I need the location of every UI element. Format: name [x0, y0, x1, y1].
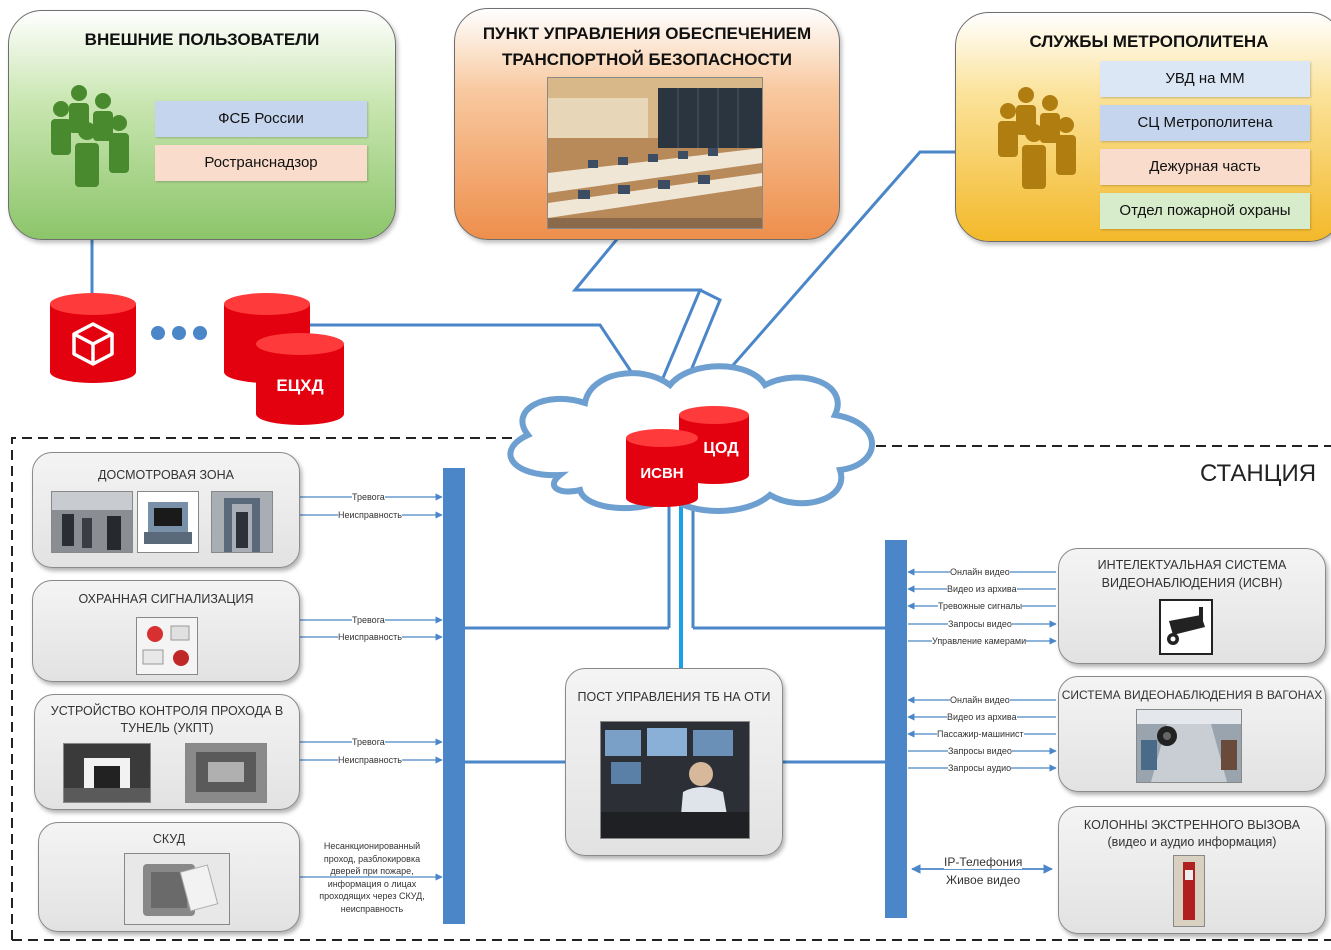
skud-panel: СКУД [38, 822, 300, 932]
tunnel-photo-2 [185, 743, 267, 803]
skud-note-line: Несанкционированный [323, 841, 421, 851]
isvn-arrow-label: Управление камерами [932, 636, 1027, 647]
isvn-panel-title-1: ИНТЕЛЕКТУАЛЬНАЯ СИСТЕМА [1097, 558, 1287, 572]
skud-note-line: неисправность [340, 903, 404, 914]
wagon-video-panel: СИСТЕМА ВИДЕОНАБЛЮДЕНИЯ В ВАГОНАХ [1058, 676, 1326, 792]
skud-note-line: проход, разблокировка [323, 853, 421, 864]
tunnel-control-title-1: УСТРОЙСТВО КОНТРОЛЯ ПРОХОДА В [50, 704, 284, 718]
link-control-cloud-2 [683, 288, 722, 386]
control-center-title-2: ТРАНСПОРТНОЙ БЕЗОПАСНОСТИ [502, 50, 792, 69]
metro-services-title: СЛУЖБЫ МЕТРОПОЛИТЕНА [1029, 32, 1269, 51]
skud-note-line: проходящих через СКУД, [319, 891, 425, 901]
station-border [11, 437, 1331, 940]
isvn-cylinder [626, 429, 698, 507]
control-post-title: ПОСТ УПРАВЛЕНИЯ ТБ НА ОТИ [577, 690, 771, 704]
skud-note-line: информация о лицах [327, 878, 417, 889]
ellipsis-dots-icon [151, 326, 207, 340]
metro-service-fire: Отдел пожарной охраны [1100, 193, 1310, 229]
wagon-arrow-label: Запросы аудио [948, 763, 1012, 774]
external-users-title: ВНЕШНИЕ ПОЛЬЗОВАТЕЛИ [84, 30, 320, 49]
alarm-arrow-fault: Неисправность [338, 632, 402, 643]
skud-title: СКУД [152, 832, 186, 846]
control-room-photo [547, 77, 763, 229]
tunnel-arrow-fault: Неисправность [338, 755, 402, 766]
tunnel-photo-1 [63, 743, 151, 803]
station-label: СТАНЦИЯ [1200, 460, 1317, 487]
control-center-box: ПУНКТ УПРАВЛЕНИЯ ОБЕСПЕЧЕНИЕМ ТРАНСПОРТН… [454, 8, 840, 240]
wagon-video-title: СИСТЕМА ВИДЕОНАБЛЮДЕНИЯ В ВАГОНАХ [1061, 688, 1323, 702]
metro-service-sc: СЦ Метрополитена [1100, 105, 1310, 141]
emergency-call-title-2: (видео и аудио информация) [1107, 835, 1277, 849]
storage-cylinder-ecxd [256, 333, 344, 425]
tunnel-arrow-alarm: Тревога [352, 737, 385, 748]
people-group-icon [998, 87, 1076, 189]
wagon-arrow-label: Пассажир-машинист [937, 729, 1024, 740]
inspection-arrow-alarm: Тревога [352, 492, 385, 503]
inspection-arrow-fault: Неисправность [338, 510, 402, 521]
ecxd-label: ЕЦХД [276, 376, 324, 395]
skud-note-line: дверей при пожаре, [330, 866, 414, 876]
cod-label: ЦОД [703, 440, 739, 457]
emergency-call-panel: КОЛОННЫ ЭКСТРЕННОГО ВЫЗОВА (видео и ауди… [1058, 806, 1326, 934]
link-metro-cloud [718, 150, 958, 381]
inspection-photo-1 [51, 491, 133, 553]
cctv-camera-icon [1159, 599, 1213, 655]
emergency-call-title-1: КОЛОННЫ ЭКСТРЕННОГО ВЫЗОВА [1083, 818, 1301, 832]
tunnel-control-panel: УСТРОЙСТВО КОНТРОЛЯ ПРОХОДА В ТУНЕЛЬ (УК… [34, 694, 300, 810]
metro-service-uvd: УВД на ММ [1100, 61, 1310, 97]
isvn-arrow-label: Тревожные сигналы [938, 601, 1023, 612]
inspection-zone-title: ДОСМОТРОВАЯ ЗОНА [98, 468, 234, 482]
wagon-interior-photo [1136, 709, 1242, 783]
inspection-photo-3 [211, 491, 273, 553]
external-users-box: ВНЕШНИЕ ПОЛЬЗОВАТЕЛИ ФСБ России Ространс… [8, 10, 396, 240]
emergency-arrow-video: Живое видео [946, 873, 1021, 887]
security-alarm-panel: ОХРАННАЯ СИГНАЛИЗАЦИЯ [32, 580, 300, 682]
left-bus-bar [443, 468, 465, 924]
isvn-panel-title-2: ВИДЕОНАБЛЮДЕНИЯ (ИСВН) [1101, 576, 1283, 590]
external-user-rostransnadzor: Ространснадзор [155, 145, 367, 181]
emergency-column-photo [1173, 855, 1205, 927]
metro-services-box: СЛУЖБЫ МЕТРОПОЛИТЕНА УВД на ММ СЦ Метроп… [955, 12, 1331, 242]
inspection-zone-panel: ДОСМОТРОВАЯ ЗОНА [32, 452, 300, 568]
wagon-arrow-label: Видео из архива [947, 712, 1017, 723]
metro-service-duty: Дежурная часть [1100, 149, 1310, 185]
operator-photo [600, 721, 750, 839]
people-group-icon [51, 85, 129, 187]
alarm-devices-photo [136, 617, 198, 675]
isvn-label: ИСВН [640, 465, 684, 482]
tunnel-control-title-2: ТУНЕЛЬ (УКПТ) [120, 721, 214, 735]
isvn-arrow-label: Онлайн видео [950, 567, 1010, 578]
isvn-panel: ИНТЕЛЕКТУАЛЬНАЯ СИСТЕМА ВИДЕОНАБЛЮДЕНИЯ … [1058, 548, 1326, 664]
link-control-cloud [571, 237, 703, 386]
alarm-arrow-alarm: Тревога [352, 615, 385, 626]
security-alarm-title: ОХРАННАЯ СИГНАЛИЗАЦИЯ [78, 592, 254, 606]
skud-reader-photo [124, 853, 230, 925]
skud-note: Несанкционированный проход, разблокировк… [312, 840, 432, 915]
control-post-panel: ПОСТ УПРАВЛЕНИЯ ТБ НА ОТИ [565, 668, 783, 856]
storage-cylinder-box-icon [50, 293, 136, 383]
isvn-arrow-label: Видео из архива [947, 584, 1017, 595]
link-ecxd-cloud [310, 323, 642, 386]
emergency-arrow-ip: IP-Телефония [944, 855, 1023, 869]
wagon-arrow-label: Запросы видео [948, 746, 1012, 757]
wagon-arrow-label: Онлайн видео [950, 695, 1010, 706]
right-bus-bar [885, 540, 907, 918]
control-center-title-1: ПУНКТ УПРАВЛЕНИЯ ОБЕСПЕЧЕНИЕМ [482, 24, 812, 43]
external-user-fsb: ФСБ России [155, 101, 367, 137]
isvn-arrow-label: Запросы видео [948, 619, 1012, 630]
inspection-photo-2 [137, 491, 199, 553]
